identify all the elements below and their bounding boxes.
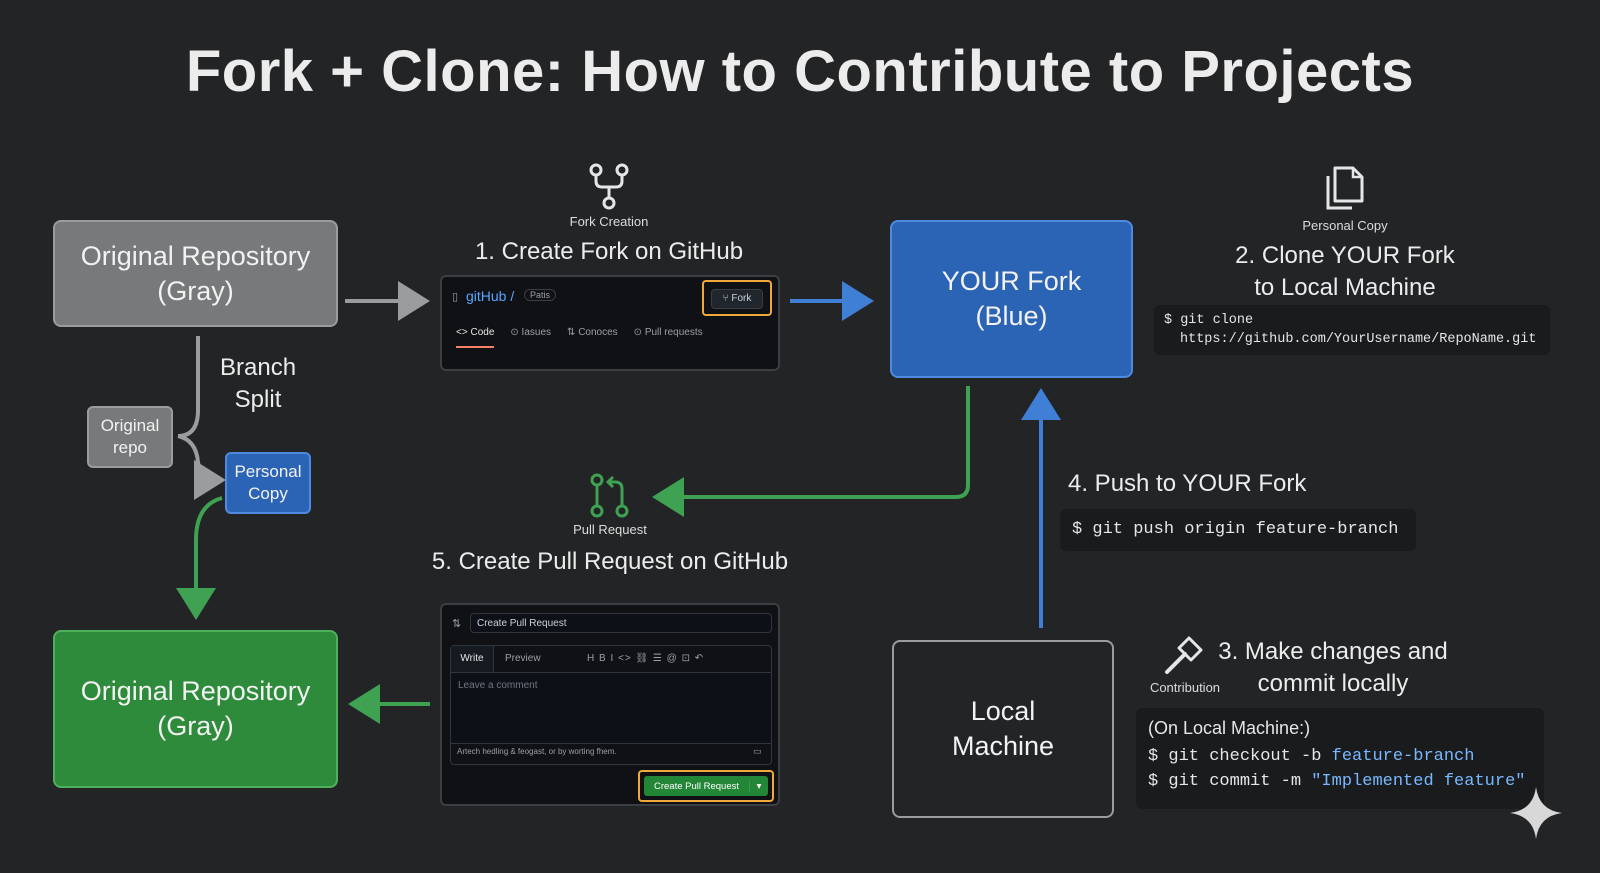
tab-preview[interactable]: Preview [505, 653, 541, 664]
branch-split-label: Branch Split [220, 354, 297, 413]
commit-prefix: $ git commit -m [1148, 772, 1312, 791]
tab-issues[interactable]: ⊙ Iasues [510, 327, 552, 338]
copy-icon [1326, 166, 1364, 210]
original-repository-top-label: Original Repository (Gray) [80, 240, 311, 306]
arrow-fork-to-pr [652, 386, 970, 517]
pr-form-icon: ⇅ [452, 618, 462, 630]
fork-button-label: Fork [731, 293, 752, 304]
comment-placeholder: Leave a comment [458, 680, 538, 691]
fork-button[interactable]: ⑂ Fork [711, 289, 763, 309]
commit-commands: (On Local Machine:) $ git checkout -b fe… [1136, 708, 1544, 809]
pull-request-icon [590, 473, 629, 518]
commit-message: "Implemented feature" [1311, 772, 1526, 791]
contribution-caption: Contribution [1149, 680, 1221, 695]
step2-label: 2. Clone YOUR Fork to Local Machine [1235, 242, 1455, 301]
push-command: $ git push origin feature-branch [1060, 509, 1416, 551]
tab-pull-requests[interactable]: ⊙ Pull requests [633, 327, 703, 338]
local-machine-label: Local Machine [951, 696, 1055, 761]
arrow-personal-to-original-bottom [176, 496, 223, 620]
branch-to-personal [177, 434, 226, 500]
fork-highlight: ⑂ Fork [702, 280, 772, 316]
tab-pull-requests-label: Pull requests [644, 327, 703, 338]
clone-command-line1: $ git clone [1164, 313, 1254, 328]
your-fork-label: YOUR Fork (Blue) [941, 266, 1082, 331]
clone-command: $ git clone https://github.com/YourUsern… [1154, 305, 1550, 355]
fork-creation-caption: Fork Creation [569, 214, 649, 229]
fork-icon [589, 163, 629, 210]
original-repository-top: Original Repository (Gray) [53, 220, 338, 327]
tab-issues-label: Iasues [521, 327, 552, 338]
original-repo-small-label: Original repo [100, 416, 160, 457]
tab-conoces[interactable]: ⇅ Conoces [567, 327, 618, 338]
step4-label: 4. Push to YOUR Fork [1068, 470, 1307, 497]
github-brand[interactable]: gitHub / [466, 288, 515, 304]
local-header: (On Local Machine:) [1148, 718, 1311, 738]
tab-code[interactable]: <> Code [456, 327, 495, 348]
markdown-icon: ▭ [753, 746, 762, 756]
github-repo-mock: ▯ gitHub / Patis ⑂ Fork <> Code ⊙ Iasues… [440, 275, 780, 371]
personal-copy-small-label: Personal Copy [234, 462, 302, 503]
fork-button-icon: ⑂ [722, 293, 732, 304]
personal-copy-caption: Personal Copy [1302, 218, 1388, 233]
checkout-branch: feature-branch [1331, 747, 1475, 766]
checkout-prefix: $ git checkout -b [1148, 747, 1332, 766]
step1-label: 1. Create Fork on GitHub [474, 238, 744, 265]
page-title: Fork + Clone: How to Contribute to Proje… [185, 39, 1415, 104]
create-pull-request-label: Create Pull Request [653, 780, 740, 792]
original-repo-small: Original repo [87, 406, 173, 468]
pr-title-input[interactable]: Create Pull Request [470, 613, 772, 633]
create-pull-request-button[interactable]: Create Pull Request ▾ [644, 776, 768, 796]
repo-tabs: <> Code ⊙ Iasues ⇅ Conoces ⊙ Pull reques… [456, 327, 703, 348]
tab-code-label: Code [470, 327, 495, 338]
editor-toolbar[interactable]: H B I <> ⛓ ☰ @ ⊡ ↶ [587, 653, 705, 664]
hammer-icon [1165, 636, 1203, 674]
clone-command-url: https://github.com/YourUsername/RepoName… [1180, 332, 1537, 347]
repo-tag: Patis [524, 289, 557, 301]
dropdown-caret-icon[interactable]: ▾ [749, 780, 768, 792]
your-fork-box: YOUR Fork (Blue) [890, 220, 1133, 378]
pr-editor: Write Preview H B I <> ⛓ ☰ @ ⊡ ↶ Leave a… [450, 645, 772, 765]
pull-request-caption: Pull Request [573, 522, 647, 537]
tab-write[interactable]: Write [451, 646, 494, 673]
sparkle-icon [1510, 787, 1562, 839]
original-repository-bottom-label: Original Repository (Gray) [80, 676, 311, 741]
checkout-command: $ git checkout -b feature-branch [1148, 744, 1532, 769]
commit-command: $ git commit -m "Implemented feature" [1148, 769, 1532, 794]
pull-request-mock: ⇅ Create Pull Request Write Preview H B … [440, 603, 780, 806]
step5-label: 5. Create Pull Request on GitHub [431, 548, 789, 575]
branch-split-line [177, 336, 200, 438]
original-repository-bottom: Original Repository (Gray) [53, 630, 338, 788]
step3-label: 3. Make changes and commit locally [1218, 638, 1448, 697]
comment-textarea[interactable]: Leave a comment [451, 672, 771, 744]
local-machine-box: Local Machine [892, 640, 1114, 818]
attach-hint: Artech hedling & feogast, or by worting … [457, 747, 617, 756]
submit-highlight: Create Pull Request ▾ [638, 770, 774, 802]
tab-conoces-label: Conoces [578, 327, 618, 338]
personal-copy-small: Personal Copy [225, 452, 311, 514]
repo-icon: ▯ [452, 291, 459, 303]
